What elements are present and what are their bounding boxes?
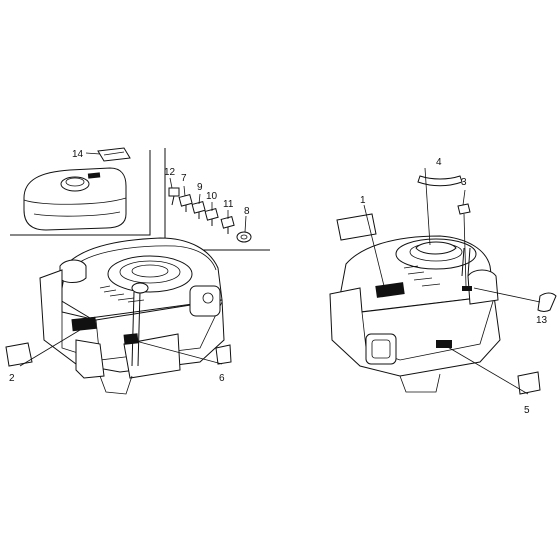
callout-8: 8 [244,206,250,217]
callout-5: 5 [524,405,530,416]
callout-10: 10 [206,191,218,202]
right-engine [329,235,501,393]
callout-7: 7 [181,173,187,184]
callout-4: 4 [436,157,442,168]
callout-1: 1 [360,195,366,206]
fuel-tank [23,167,127,231]
label-3-decal [457,203,471,215]
label-4-arc-decal [417,175,463,187]
label-6-decal [215,344,232,365]
callout-numbers: 14 12 7 9 10 11 8 2 6 1 4 3 13 5 [9,149,548,416]
callout-3: 3 [461,177,467,188]
label-5-decal [517,371,541,395]
callout-14: 14 [72,149,84,160]
callout-6: 6 [219,373,225,384]
label-2-decal [5,342,33,367]
label-1-decal [336,213,377,241]
washer-8 [236,231,252,243]
leader-lines [19,152,541,395]
bolt-10 [204,207,219,226]
bolt-11 [220,215,235,234]
callout-2: 2 [9,373,15,384]
bolt-9 [191,200,206,219]
callout-11: 11 [223,199,234,210]
callout-13: 13 [536,315,548,326]
label-13-decal [537,292,557,312]
callout-9: 9 [197,182,203,193]
label-14-decal [97,147,131,162]
bolt-7 [178,193,193,212]
bolt-12 [168,187,180,206]
callout-12: 12 [164,167,176,178]
left-engine [39,237,225,395]
